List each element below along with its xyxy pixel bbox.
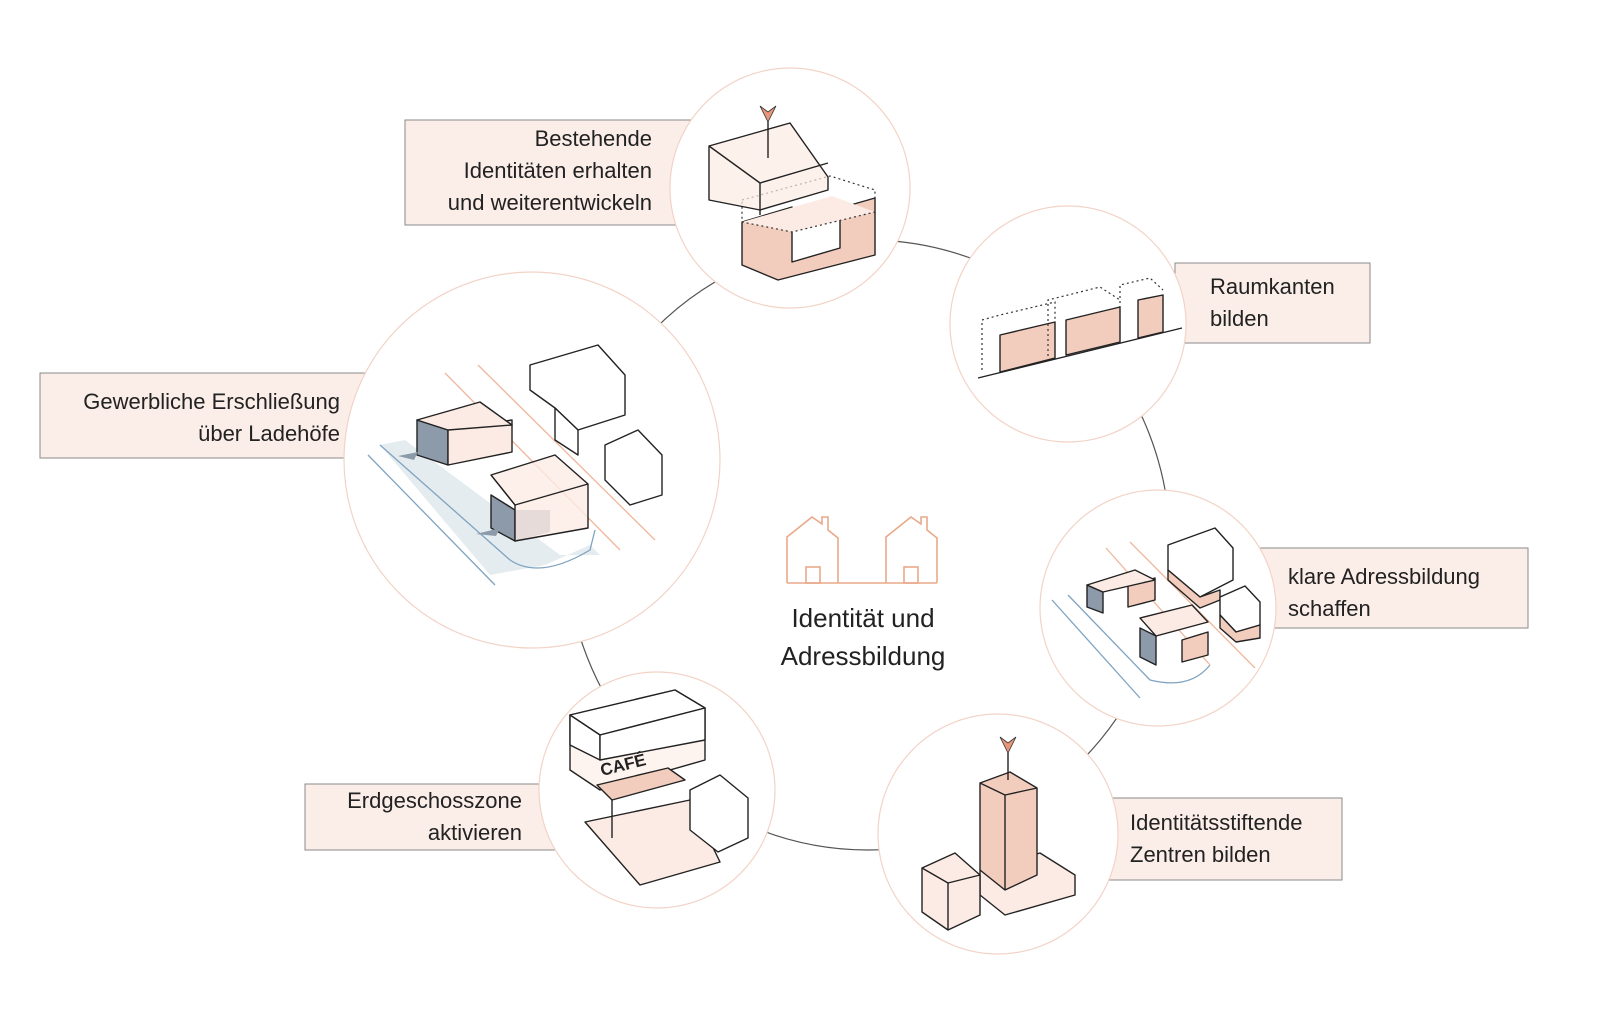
center-title-line1: Identität und bbox=[791, 603, 934, 633]
label-box-loading bbox=[39, 372, 366, 459]
loading-yard-icon bbox=[367, 344, 663, 586]
label-groundfloor-line1: Erdgeschosszone bbox=[347, 788, 522, 813]
label-box-preserve bbox=[404, 119, 693, 226]
tower-landmark-icon bbox=[921, 736, 1076, 931]
houses-icon bbox=[786, 516, 938, 584]
label-centers-line2: Zentren bilden bbox=[1130, 842, 1271, 867]
label-preserve-line2: Identitäten erhalten bbox=[464, 158, 652, 183]
label-edges-line1: Raumkanten bbox=[1210, 274, 1335, 299]
street-edge-icon bbox=[977, 277, 1183, 379]
preserve-building-icon bbox=[708, 105, 876, 281]
label-preserve-line3: und weiterentwickeln bbox=[448, 190, 652, 215]
label-box-edges bbox=[1174, 262, 1371, 344]
label-groundfloor-line2: aktivieren bbox=[428, 820, 522, 845]
center-title-line2: Adressbildung bbox=[781, 641, 946, 671]
label-box-groundfloor bbox=[304, 783, 556, 851]
bubble-loading bbox=[343, 271, 721, 649]
label-address-line1: klare Adressbildung bbox=[1288, 564, 1480, 589]
label-loading-line1: Gewerbliche Erschließung bbox=[83, 389, 340, 414]
address-icon bbox=[1051, 527, 1261, 699]
cafe-ground-floor-icon: CAFÉ bbox=[569, 689, 749, 886]
label-centers-line1: Identitätsstiftende bbox=[1130, 810, 1302, 835]
label-address-line2: schaffen bbox=[1288, 596, 1371, 621]
label-preserve-line1: Bestehende bbox=[535, 126, 652, 151]
label-loading-line2: über Ladehöfe bbox=[198, 421, 340, 446]
label-edges-line2: bilden bbox=[1210, 306, 1269, 331]
